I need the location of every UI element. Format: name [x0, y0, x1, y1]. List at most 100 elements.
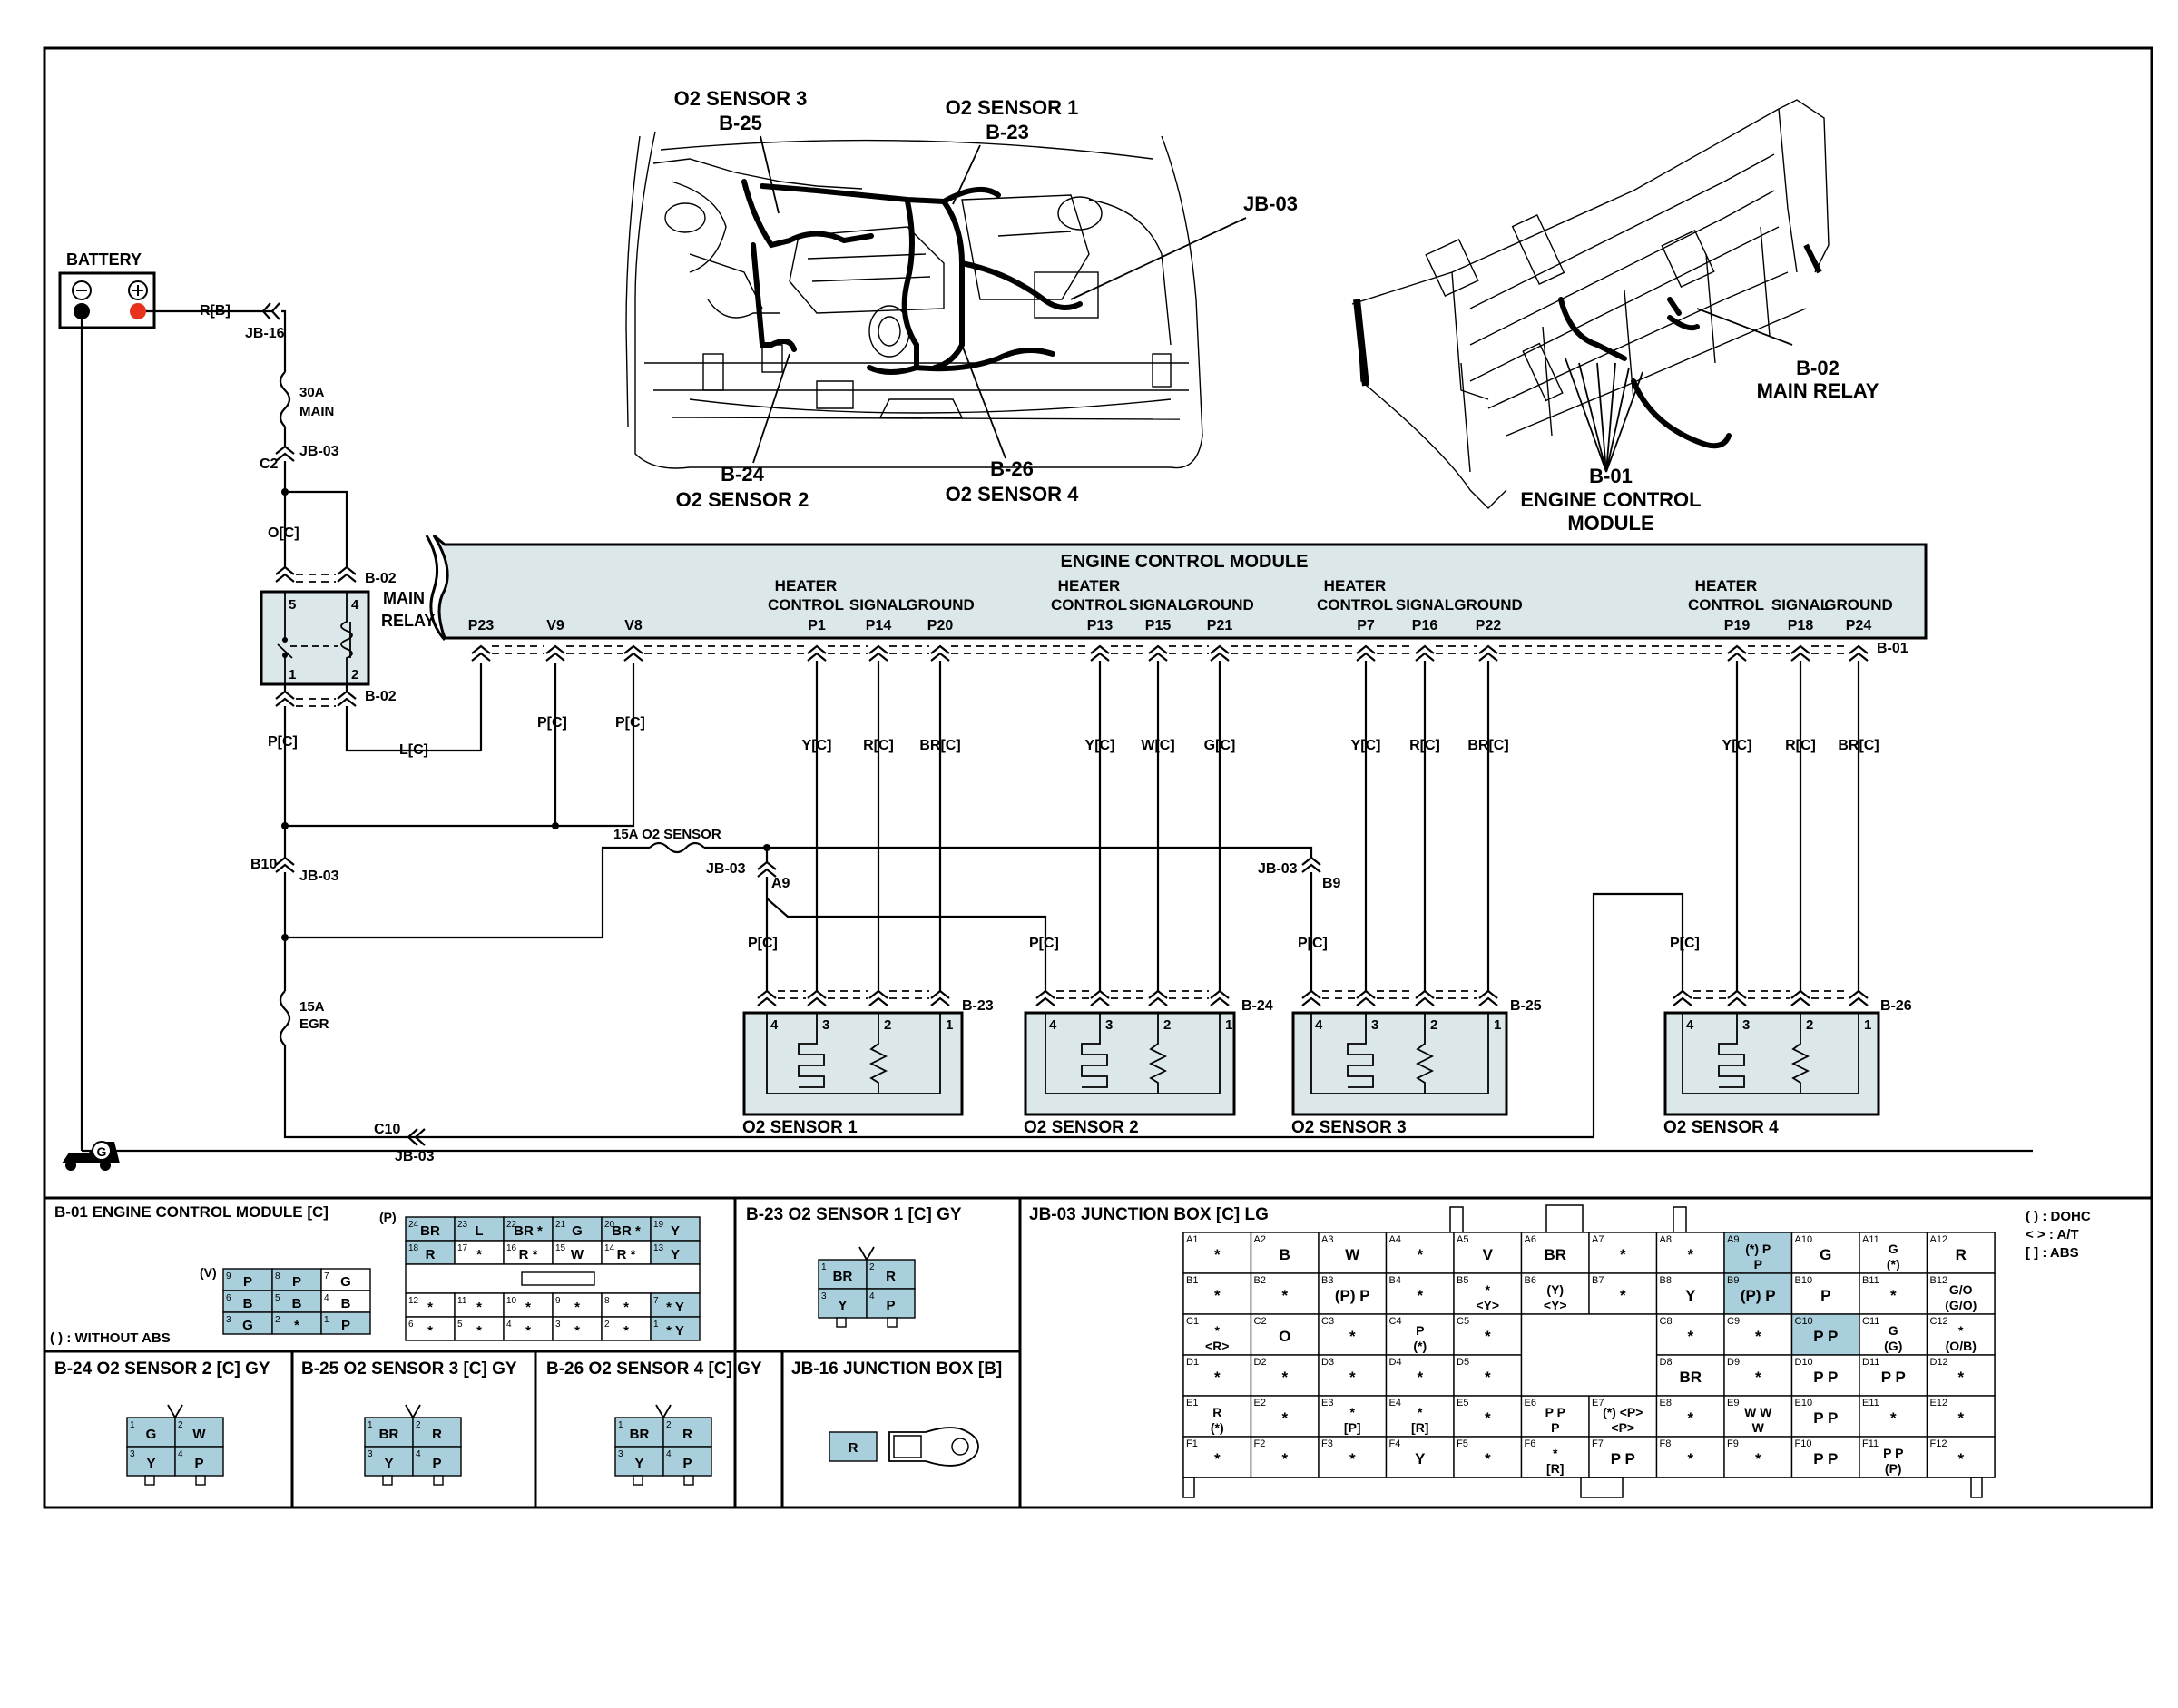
- sensor-connector-id: B-24: [1241, 998, 1273, 1014]
- pin-cell: [174, 1417, 224, 1448]
- conn-a9: A9: [771, 876, 790, 891]
- sensor-pin-number: 2: [1163, 1017, 1171, 1033]
- pin-wire: *: [427, 1323, 433, 1339]
- jb03-cell-id: E1: [1186, 1398, 1198, 1409]
- pin-cell: [454, 1216, 505, 1242]
- jb03-cell: [1250, 1232, 1320, 1274]
- panel-b01-p-label: (P): [379, 1210, 397, 1224]
- jb03-cell-id: F7: [1592, 1438, 1604, 1449]
- ecm-pin-func2: CONTROL: [1051, 596, 1127, 614]
- jb03-cell-wire: P: [1820, 1287, 1830, 1304]
- panel-b01-v-label: (V): [200, 1265, 217, 1280]
- pin-number: 4: [666, 1449, 672, 1459]
- pin-number: 22: [506, 1220, 517, 1230]
- jb03-center-block: [1520, 1313, 1658, 1397]
- jb03-cell-wire: *: [1687, 1409, 1693, 1427]
- sensor-loop: [766, 1013, 941, 1094]
- pin-number: 11: [457, 1296, 467, 1306]
- pin-wire: BR *: [612, 1223, 641, 1239]
- jb03-cell-wire: <R>: [1205, 1339, 1229, 1353]
- pin-number: 21: [555, 1220, 566, 1230]
- conn-b02-bottom: B-02: [365, 689, 397, 704]
- ecm-pin-id: P24: [1846, 618, 1872, 633]
- pin-number: 23: [457, 1220, 468, 1230]
- pin-number: 2: [869, 1262, 875, 1272]
- fuse-main-amps: 30A: [299, 385, 325, 400]
- pin-cell: [405, 1292, 456, 1318]
- pin-wire: P: [292, 1274, 301, 1290]
- jb03-cell-wire: (P) P: [1335, 1287, 1370, 1304]
- jb03-cell: [1790, 1436, 1860, 1478]
- connector-symbol: [1673, 989, 1692, 1006]
- jb03-legend-2: < > : A/T: [2026, 1227, 2079, 1242]
- pin-cell: [454, 1240, 505, 1265]
- jb03-cell-wire: (*): [1887, 1257, 1900, 1271]
- fuse-egr-amps: 15A: [299, 999, 325, 1015]
- jb03-cell-id: E5: [1457, 1398, 1468, 1409]
- jb03-cell-id: F6: [1525, 1438, 1536, 1449]
- sensor-pin-number: 1: [1494, 1017, 1501, 1033]
- pin-cell: [454, 1316, 505, 1341]
- ecm-pin-id: P1: [808, 618, 826, 633]
- pin-number: 8: [275, 1271, 280, 1281]
- panel-jb16: JB-16 JUNCTION BOX [B] R: [791, 1360, 1002, 1467]
- conn-c10: C10: [374, 1122, 400, 1137]
- heater-element-icon: [798, 1013, 825, 1088]
- pin-wire: Y: [634, 1456, 643, 1471]
- locator-engine-control: ENGINE CONTROL: [1520, 488, 1701, 511]
- jb03-cell-id: B2: [1254, 1275, 1266, 1286]
- jb03-cell: [1182, 1436, 1252, 1478]
- jb03-cell-wire: *: [1214, 1287, 1221, 1304]
- pin-number: 1: [368, 1420, 373, 1430]
- pin-number: 1: [324, 1315, 329, 1325]
- jb03-cell-id: D12: [1930, 1357, 1948, 1368]
- o2-sensor-body: [1663, 1011, 1880, 1116]
- pin-cell: [454, 1292, 505, 1318]
- pin-cell: [650, 1240, 701, 1265]
- jb03-cell-wire: <Y>: [1476, 1298, 1499, 1312]
- pin-number: 2: [666, 1420, 672, 1430]
- jb03-cell-wire: B: [1280, 1246, 1290, 1263]
- pin-wire: W: [571, 1247, 584, 1262]
- jb03-cell-id: F10: [1795, 1438, 1812, 1449]
- wire-pc-s3: P[C]: [1298, 936, 1328, 951]
- wire-pc-s2: P[C]: [1029, 936, 1059, 951]
- jb03-cell-wire: (P): [1885, 1461, 1902, 1476]
- jb03-cell-id: B11: [1862, 1275, 1879, 1286]
- sensor-pin-number: 1: [1864, 1017, 1871, 1033]
- jb03-cell-id: C4: [1389, 1316, 1402, 1327]
- sensor-pin-number: 3: [1371, 1017, 1378, 1033]
- jb03-cell: [1588, 1272, 1658, 1315]
- pin-wire: P: [432, 1456, 441, 1471]
- connector-symbol: [868, 644, 888, 662]
- jb03-cell-wire: *: [1755, 1328, 1761, 1345]
- conn-b01: B-01: [1877, 641, 1908, 656]
- connector-symbol: [930, 644, 950, 662]
- pin-cell: [601, 1240, 652, 1265]
- jb03-cell-id: D11: [1862, 1357, 1879, 1368]
- sensor-wire-color: Y[C]: [802, 738, 832, 753]
- jb03-cell-id: C9: [1727, 1316, 1740, 1327]
- jb03-cell-wire: BR: [1679, 1369, 1702, 1386]
- jb03-cell-wire: *: [1418, 1405, 1423, 1419]
- jb03-cell: [1385, 1272, 1455, 1315]
- pin-wire: R *: [519, 1247, 538, 1262]
- connector-symbol: [1415, 989, 1435, 1006]
- connector-symbol: [757, 989, 777, 1006]
- jb03-cell-wire: *: [1350, 1405, 1356, 1419]
- jb03-cell-id: E8: [1660, 1398, 1672, 1409]
- panel-b01-note: ( ) : WITHOUT ABS: [50, 1330, 171, 1346]
- resistor-icon: [1790, 1013, 1810, 1094]
- jb03-cell-wire: *: [1957, 1369, 1964, 1386]
- pin-wire: *: [574, 1300, 580, 1315]
- ecm-pin-func2: SIGNAL: [1771, 596, 1830, 614]
- pin-cell: [866, 1288, 916, 1319]
- jb03-cell-wire: [R]: [1546, 1461, 1564, 1476]
- panel-b24-title: B-24 O2 SENSOR 2 [C] GY: [54, 1360, 270, 1379]
- pin-number: 1: [618, 1420, 623, 1430]
- jb03-cell-id: A11: [1862, 1234, 1879, 1245]
- conn-jb16-label: JB-16: [245, 326, 285, 341]
- jb03-cell-id: D10: [1795, 1357, 1813, 1368]
- jb03-cell-id: B8: [1660, 1275, 1672, 1286]
- jb03-cell: [1182, 1272, 1252, 1315]
